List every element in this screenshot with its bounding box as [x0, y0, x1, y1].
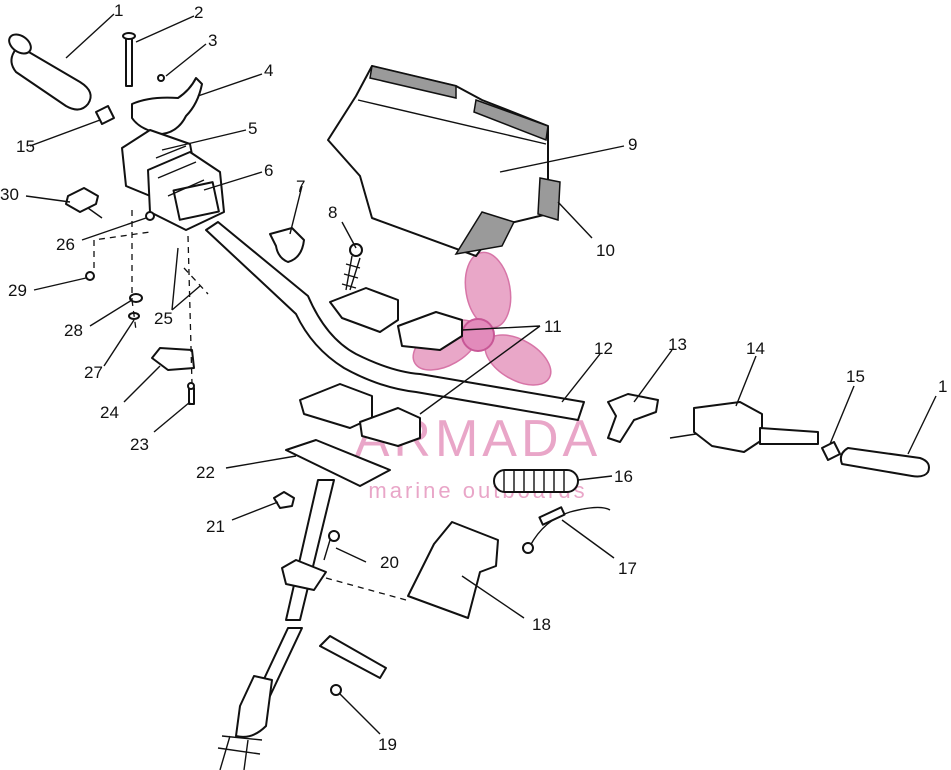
mount-plate-part — [285, 439, 391, 487]
cover-plate-part — [151, 347, 195, 371]
master-cylinder-part — [669, 401, 819, 453]
callout-18: 18 — [532, 615, 551, 634]
mount-bracket-part — [407, 521, 499, 619]
callout-13: 13 — [668, 335, 687, 354]
callout-3: 3 — [208, 31, 217, 50]
callout-12: 12 — [594, 339, 613, 358]
callout-22: 22 — [196, 463, 215, 482]
callout-15-right: 15 — [846, 367, 865, 386]
callout-2: 2 — [194, 3, 203, 22]
callout-30: 30 — [0, 185, 19, 204]
callout-4: 4 — [264, 61, 273, 80]
callout-10: 10 — [596, 241, 615, 260]
handlebar-part — [205, 221, 585, 421]
callout-5: 5 — [248, 119, 257, 138]
clip-part — [269, 227, 305, 263]
steering-column-part — [217, 479, 335, 770]
screw-26-part — [145, 211, 155, 221]
callout-6: 6 — [264, 161, 273, 180]
instrument-cover-part — [327, 65, 561, 257]
spring-part — [493, 469, 579, 493]
left-grip-part — [8, 33, 92, 111]
throttle-block-part — [121, 129, 225, 231]
callout-14: 14 — [746, 339, 765, 358]
callout-28: 28 — [64, 321, 83, 340]
callout-21: 21 — [206, 517, 225, 536]
callout-17: 17 — [618, 559, 637, 578]
callout-1-left: 1 — [114, 1, 123, 20]
kill-switch-part — [607, 393, 659, 443]
plug-right-part — [821, 441, 841, 461]
column-bracket-part — [281, 559, 327, 591]
right-grip-part — [839, 447, 930, 478]
callout-27: 27 — [84, 363, 103, 382]
pin-part — [122, 32, 136, 87]
callout-1-right: 1 — [938, 377, 947, 396]
nut-29-part — [85, 271, 95, 281]
washer-part — [157, 74, 165, 82]
lower-clamp-part — [299, 383, 421, 447]
throttle-lever-part — [131, 77, 203, 135]
callout-26: 26 — [56, 235, 75, 254]
plug-left-part — [95, 105, 115, 125]
callout-19: 19 — [378, 735, 397, 754]
rod-part — [319, 635, 387, 679]
leader-lines — [25, 13, 937, 735]
callout-8: 8 — [328, 203, 337, 222]
callout-11: 11 — [544, 317, 562, 336]
callout-16: 16 — [614, 467, 633, 486]
washer-28-part — [129, 293, 143, 303]
callout-7: 7 — [296, 177, 305, 196]
nut-19-part — [330, 684, 342, 696]
screw-23-part — [187, 382, 195, 405]
callout-25: 25 — [154, 309, 173, 328]
callout-29: 29 — [8, 281, 27, 300]
nut-21-part — [273, 491, 295, 509]
callout-24: 24 — [100, 403, 119, 422]
lanyard-part — [522, 506, 611, 554]
callout-20: 20 — [380, 553, 399, 572]
callout-9: 9 — [628, 135, 637, 154]
screw-8-part — [341, 243, 363, 291]
upper-clamp-part — [329, 287, 463, 351]
callout-23: 23 — [130, 435, 149, 454]
switch-part — [65, 187, 103, 219]
bolt-20-part — [323, 530, 340, 561]
callout-15-left: 15 — [16, 137, 35, 156]
